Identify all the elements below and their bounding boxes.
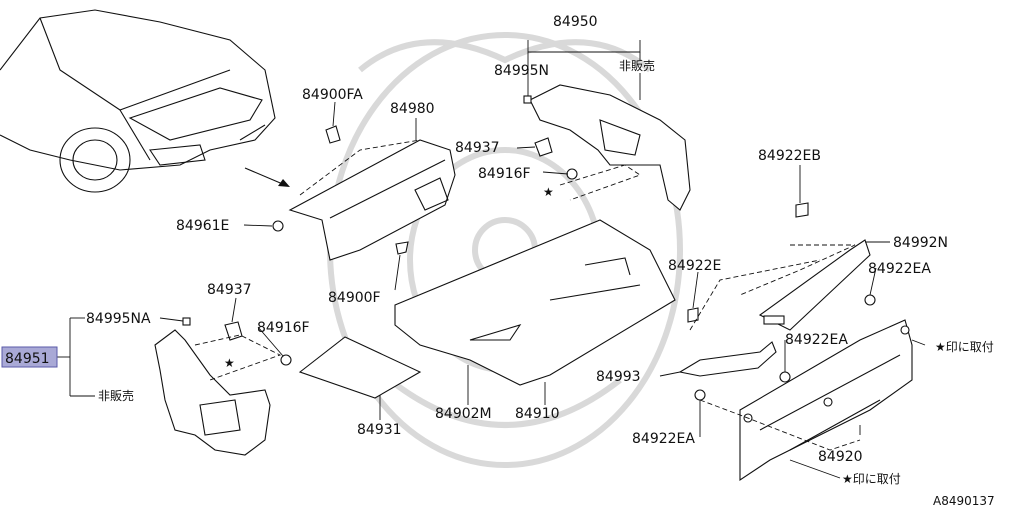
label-84900f[interactable]: 84900F	[328, 290, 381, 306]
clip-84900fa	[325, 125, 341, 144]
clip-84922ea-right	[864, 294, 876, 306]
label-84937-left[interactable]: 84937	[207, 282, 252, 298]
part-84980-trim	[288, 139, 456, 261]
label-84922e[interactable]: 84922E	[668, 258, 721, 274]
part-84951-bracket	[154, 317, 271, 456]
star-left: ★	[224, 356, 235, 370]
dash-84950	[559, 164, 641, 201]
clip-84922eb	[795, 202, 809, 218]
part-84993-bar	[678, 341, 777, 377]
label-hanbai-left: 非販売	[98, 388, 134, 403]
clip-84961e	[272, 220, 284, 232]
label-84995na[interactable]: 84995NA	[86, 311, 151, 327]
dash-84920	[689, 259, 861, 451]
part-84931-mat	[298, 336, 422, 399]
label-84980[interactable]: 84980	[390, 101, 435, 117]
clip-84922ea-mid	[779, 371, 791, 383]
label-84916f-left[interactable]: 84916F	[257, 320, 310, 336]
label-84910[interactable]: 84910	[515, 406, 560, 422]
dash-84980	[299, 139, 421, 196]
car-illustration	[0, 9, 276, 193]
clip-84916f-top	[566, 168, 578, 180]
clip-84937-left	[224, 321, 243, 341]
direction-arrow	[244, 167, 286, 186]
clip-84922e	[687, 307, 699, 323]
part-84910-floor-mat	[394, 219, 676, 386]
label-84900fa[interactable]: 84900FA	[302, 87, 363, 103]
note-attach-bottom: ★印に取付	[842, 472, 901, 486]
part-84992n-bar	[758, 239, 871, 331]
label-84922ea-3[interactable]: 84922EA	[632, 431, 695, 447]
label-84922ea-1[interactable]: 84922EA	[868, 261, 931, 277]
note-attach-right: ★印に取付	[935, 340, 994, 354]
clip-84916f-left	[280, 354, 292, 366]
dash-84951	[194, 334, 282, 381]
part-84950-bracket	[523, 84, 691, 211]
dash-84992n	[739, 244, 856, 296]
label-84937-top[interactable]: 84937	[455, 140, 500, 156]
label-84922eb[interactable]: 84922EB	[758, 148, 821, 164]
diagram-id: A8490137	[933, 494, 995, 508]
clip-84937-top	[534, 137, 553, 157]
label-hanbai-top: 非販売	[619, 58, 655, 73]
label-84961e[interactable]: 84961E	[176, 218, 229, 234]
label-84922ea-2[interactable]: 84922EA	[785, 332, 848, 348]
label-84951-highlight	[1, 346, 58, 368]
label-84995n[interactable]: 84995N	[494, 63, 549, 79]
label-84951[interactable]: 84951	[5, 351, 50, 367]
label-84992n[interactable]: 84992N	[893, 235, 948, 251]
leader-lines	[57, 40, 926, 479]
label-84931[interactable]: 84931	[357, 422, 402, 438]
direction-arrow-head	[278, 179, 290, 187]
clip-84900f	[395, 241, 409, 255]
clip-84922ea-low	[694, 389, 706, 401]
label-84916f-top[interactable]: 84916F	[478, 166, 531, 182]
label-84993[interactable]: 84993	[596, 369, 641, 385]
label-84950[interactable]: 84950	[553, 14, 598, 30]
label-84902m[interactable]: 84902M	[435, 406, 492, 422]
label-84920[interactable]: 84920	[818, 449, 863, 465]
star-top: ★	[543, 185, 554, 199]
